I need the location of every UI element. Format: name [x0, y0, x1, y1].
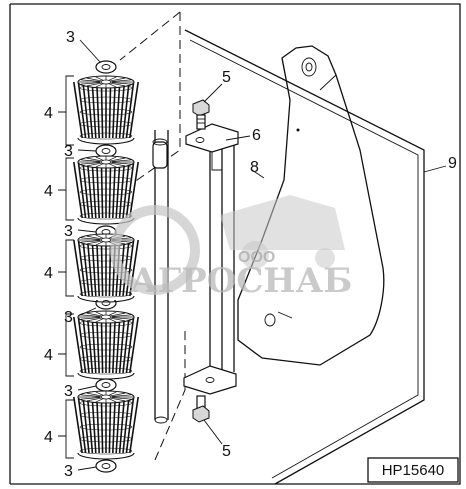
callout-3-d: 3 [64, 309, 73, 326]
frame [9, 3, 461, 485]
frame-rails [152, 130, 235, 424]
figure-id-label: HP15640 [367, 457, 459, 483]
brush-5 [73, 390, 139, 460]
figure-id-text: HP15640 [382, 462, 445, 479]
callout-5-top: 5 [222, 69, 231, 86]
hinge-arm [237, 45, 385, 366]
callout-8: 8 [250, 159, 259, 176]
watermark: ООО АГРОСНАБ [110, 195, 352, 301]
callout-3-a: 3 [66, 29, 75, 46]
callout-9: 9 [448, 155, 457, 172]
callout-3-c: 3 [64, 223, 73, 240]
callouts: 3 3 3 3 3 3 4 4 4 4 4 5 5 6 8 9 [44, 29, 457, 480]
brush-1 [73, 75, 139, 145]
callout-4-c: 4 [44, 265, 53, 282]
brush-4 [73, 310, 139, 380]
callout-4-b: 4 [44, 183, 53, 200]
watermark-name: АГРОСНАБ [130, 261, 352, 301]
callout-3-f: 3 [64, 463, 73, 480]
callout-4-a: 4 [44, 105, 53, 122]
mounting-plate [184, 29, 425, 485]
top-bracket [185, 123, 239, 171]
brush-stack [73, 75, 139, 460]
brush-2 [73, 155, 139, 225]
bottom-bolt [192, 395, 210, 423]
callout-4-e: 4 [44, 429, 53, 446]
watermark-prefix: ООО [238, 249, 275, 266]
callout-3-e: 3 [64, 383, 73, 400]
bottom-bracket [183, 365, 237, 395]
top-bolt [192, 99, 210, 130]
dashed-guide-lines [119, 11, 186, 461]
brush-3 [73, 233, 139, 303]
callout-4-d: 4 [44, 347, 53, 364]
callout-5-bottom: 5 [222, 443, 231, 460]
leader-lines [58, 39, 447, 471]
callout-6: 6 [252, 127, 261, 144]
callout-3-b: 3 [64, 143, 73, 160]
